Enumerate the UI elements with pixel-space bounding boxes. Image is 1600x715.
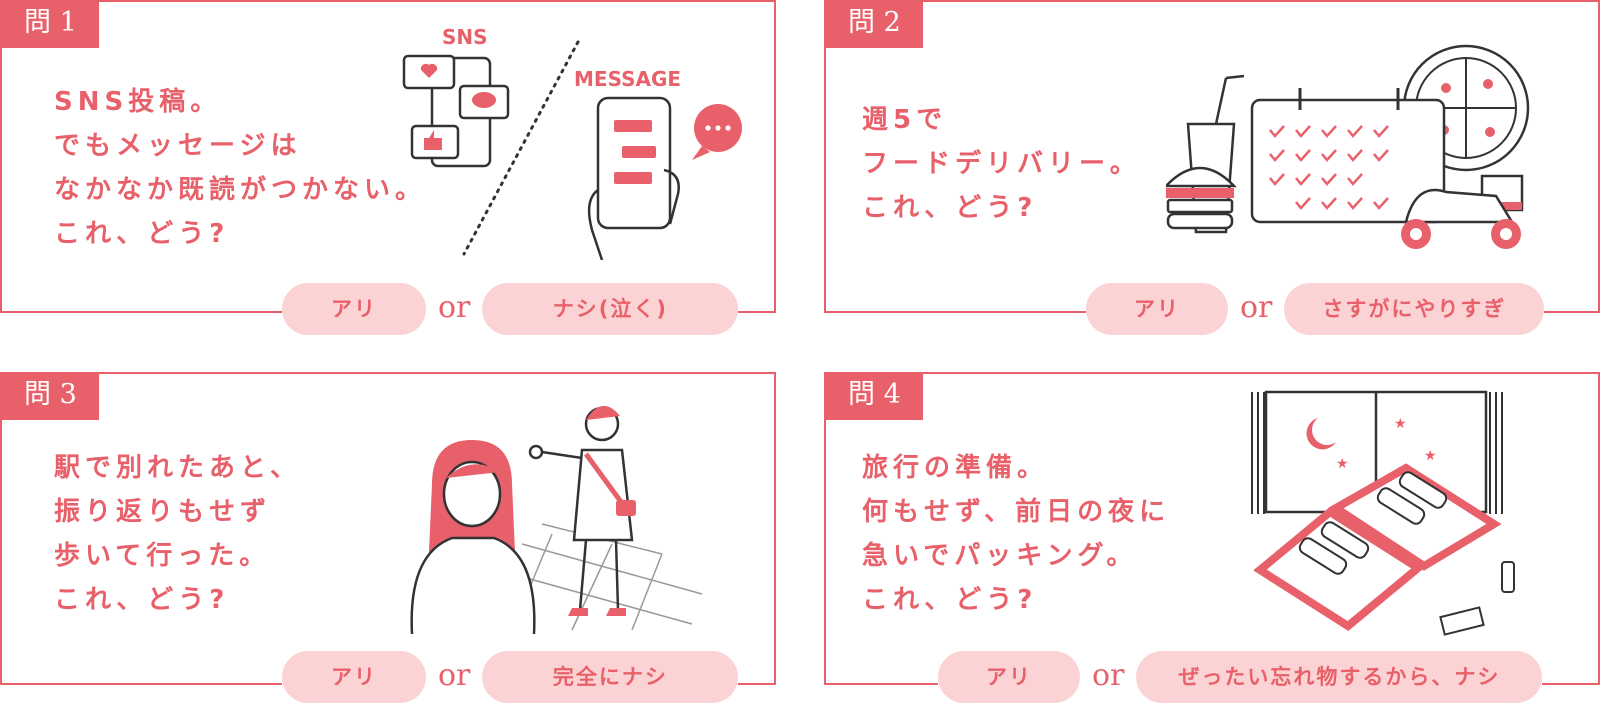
answer-yes-button[interactable]: アリ — [282, 651, 426, 703]
thumbs-up-icon — [424, 130, 442, 150]
question-number-tag: 問 1 — [0, 0, 99, 48]
question-number-tag: 問 4 — [824, 372, 923, 420]
star-icon: ★ — [1424, 448, 1437, 464]
farewell-illustration — [410, 405, 703, 634]
answer-no-button[interactable]: 完全にナシ — [482, 651, 739, 703]
star-icon: ★ — [1336, 456, 1349, 472]
chat-icon — [472, 92, 496, 108]
or-label: or — [1240, 289, 1273, 325]
answer-yes-button[interactable]: アリ — [282, 283, 426, 335]
answer-options: アリ or さすがにやりすぎ — [1086, 282, 1545, 336]
answer-options: アリ or ぜったい忘れ物するから、ナシ — [938, 650, 1543, 704]
heart-icon — [420, 63, 438, 78]
message-label: MESSAGE — [574, 67, 681, 91]
question-number-tag: 問 2 — [824, 0, 923, 48]
sns-message-illustration: SNS MESSAGE — [402, 25, 742, 260]
moon-icon — [1306, 418, 1336, 450]
question-text: 週5で フードデリバリー。 これ、どう? — [862, 105, 1141, 223]
or-label: or — [438, 289, 471, 325]
answer-no-button[interactable]: ナシ(泣く) — [482, 283, 739, 335]
man-body — [572, 448, 634, 542]
or-label: or — [438, 657, 471, 693]
answer-options: アリ or ナシ(泣く) — [282, 282, 739, 336]
woman-face — [442, 460, 502, 528]
answer-no-button[interactable]: ぜったい忘れ物するから、ナシ — [1136, 651, 1543, 703]
question-text: 駅で別れたあと、 振り返りもせず 歩いて行った。 これ、どう? — [54, 453, 301, 615]
food-delivery-illustration — [1166, 44, 1530, 249]
answer-yes-button[interactable]: アリ — [1086, 283, 1228, 335]
or-label: or — [1092, 657, 1125, 693]
question-card-1: 問 1 SNS投稿。 でもメッセージは なかなか既読がつかない。 これ、どう? … — [0, 0, 776, 336]
question-card-2: 問 2 週5で フードデリバリー。 これ、どう? — [824, 0, 1600, 336]
calendar-icon — [1250, 98, 1446, 224]
question-card-4: 問 4 旅行の準備。 何もせず、前日の夜に 急いでパッキング。 これ、どう? ★… — [824, 372, 1600, 704]
answer-no-button[interactable]: さすがにやりすぎ — [1284, 283, 1545, 335]
packing-illustration: ★ ★ ★ — [1251, 390, 1515, 636]
question-text: 旅行の準備。 何もせず、前日の夜に 急いでパッキング。 これ、どう? — [862, 453, 1171, 615]
smartphone-icon — [596, 96, 672, 230]
question-card-3: 問 3 駅で別れたあと、 振り返りもせず 歩いて行った。 これ、どう? アリ o… — [0, 372, 776, 704]
burger-icon — [1166, 166, 1237, 188]
question-text: SNS投稿。 でもメッセージは なかなか既読がつかない。 これ、どう? — [54, 87, 427, 249]
question-number-tag: 問 3 — [0, 372, 99, 420]
answer-yes-button[interactable]: アリ — [938, 651, 1080, 703]
star-icon: ★ — [1394, 416, 1407, 432]
sns-label: SNS — [442, 25, 488, 49]
answer-options: アリ or 完全にナシ — [282, 650, 739, 704]
